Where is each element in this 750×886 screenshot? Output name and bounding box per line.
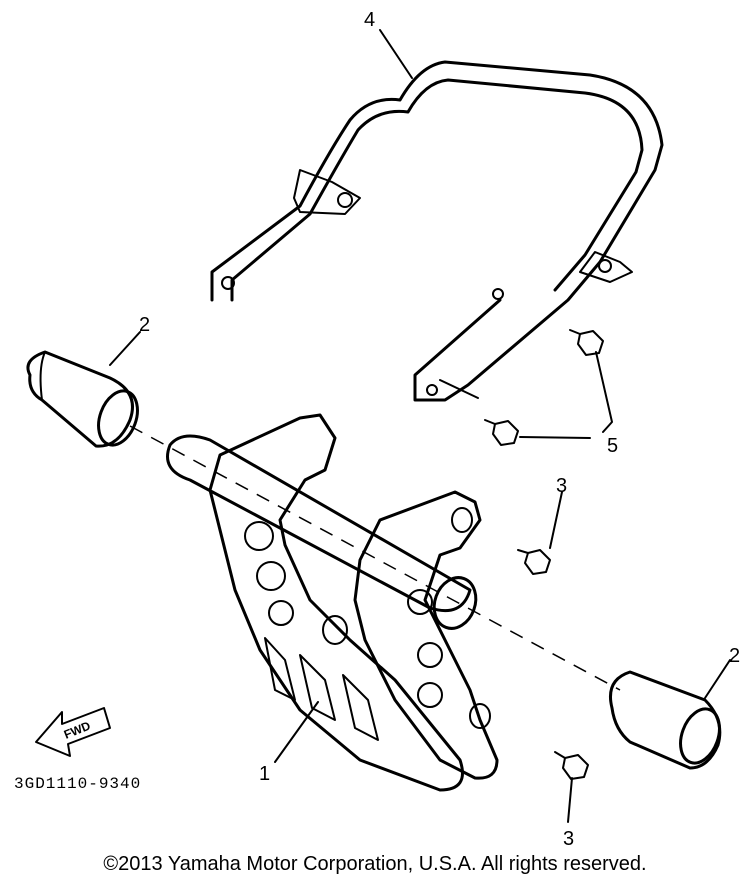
copyright-notice: ©2013 Yamaha Motor Corporation, U.S.A. A… bbox=[103, 853, 647, 875]
fwd-arrow-icon: FWD bbox=[35, 707, 111, 757]
callout-part-1: 1 bbox=[259, 763, 270, 785]
bumper-guard-part-1 bbox=[166, 413, 499, 792]
bolt-part-3-lower bbox=[554, 751, 589, 780]
callout-part-3-lower: 3 bbox=[563, 828, 574, 850]
bolt-part-5-lower bbox=[484, 419, 519, 446]
callout-part-2-left: 2 bbox=[139, 314, 150, 336]
callout-part-2-right: 2 bbox=[729, 645, 740, 667]
grab-bar-part-4 bbox=[210, 60, 664, 402]
assembly-axis-line bbox=[129, 425, 621, 691]
callout-part-4: 4 bbox=[364, 9, 375, 31]
diagram-part-code: 3GD1110-9340 bbox=[14, 775, 141, 793]
callout-part-5: 5 bbox=[607, 435, 618, 457]
end-cap-left-part-2 bbox=[26, 350, 139, 448]
leader-lines bbox=[109, 29, 731, 823]
bolt-part-3-upper bbox=[517, 549, 551, 575]
bolt-part-5-upper bbox=[569, 329, 604, 356]
end-cap-right-part-2 bbox=[609, 670, 722, 770]
callout-part-3-upper: 3 bbox=[556, 475, 567, 497]
